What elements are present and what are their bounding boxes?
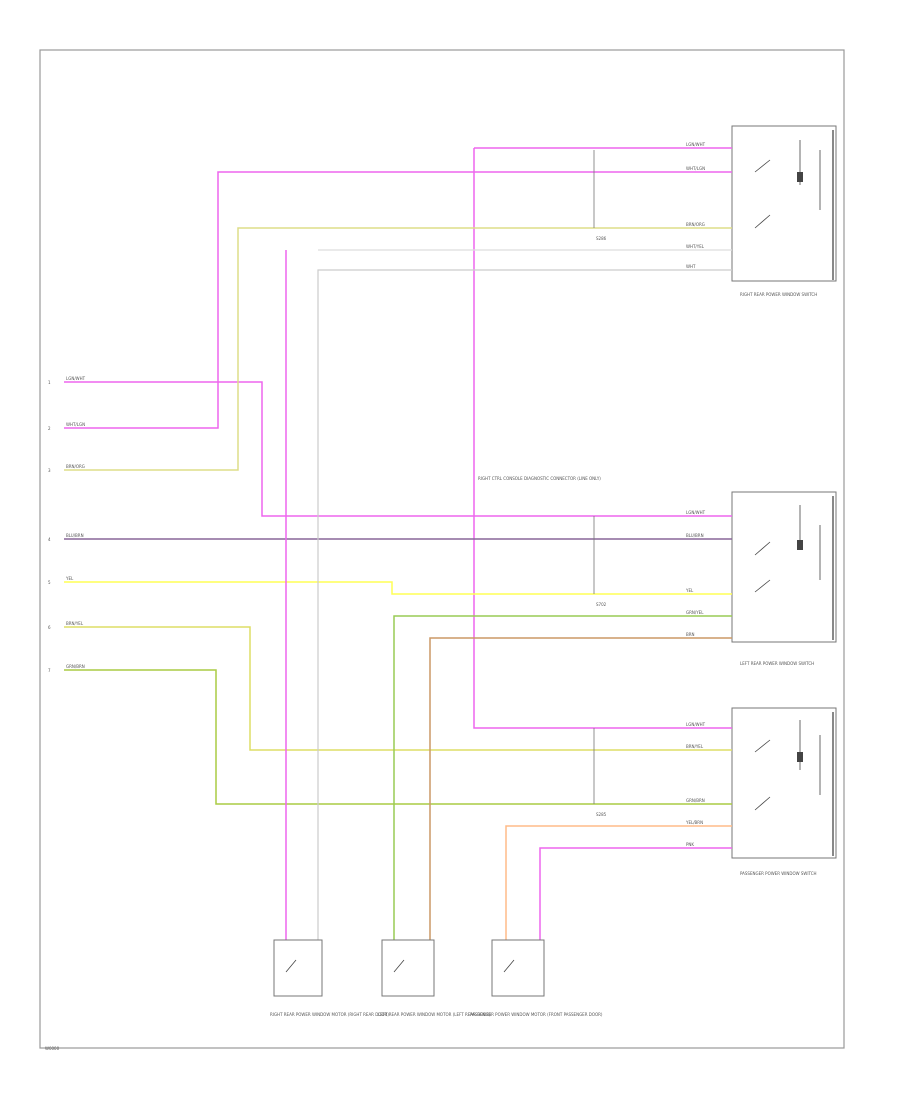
svg-text:7: 7 xyxy=(48,668,51,673)
svg-text:4: 4 xyxy=(48,537,51,542)
svg-text:LGN/WHT: LGN/WHT xyxy=(686,722,706,727)
svg-text:LEFT REAR POWER WINDOW MOTOR (: LEFT REAR POWER WINDOW MOTOR (LEFT REAR … xyxy=(378,1012,491,1017)
svg-text:GRN/BRN: GRN/BRN xyxy=(686,798,705,803)
svg-text:BRN: BRN xyxy=(686,632,695,637)
wire-wht-lgn xyxy=(64,171,732,429)
relay-right-rear-name: RIGHT REAR POWER WINDOW SWITCH xyxy=(740,292,817,297)
svg-text:BRN/ORG: BRN/ORG xyxy=(66,464,85,469)
page-ref-label: W0000 xyxy=(45,1046,60,1051)
wire-brn-org xyxy=(64,227,732,471)
wire-rr-motor-b xyxy=(317,269,732,940)
svg-text:1: 1 xyxy=(48,380,51,385)
splice-s286: S286 xyxy=(596,236,607,241)
relay-left-rear-labels: LGN/WHT BLU/BRN YEL GRN/YEL BRN xyxy=(685,510,706,637)
svg-text:BRN/YEL: BRN/YEL xyxy=(66,621,84,626)
relay-left-rear-name: LEFT REAR POWER WINDOW SWITCH xyxy=(740,661,814,666)
svg-text:LGN/WHT: LGN/WHT xyxy=(686,142,706,147)
svg-text:RIGHT REAR POWER WINDOW MOTOR: RIGHT REAR POWER WINDOW MOTOR (RIGHT REA… xyxy=(270,1012,389,1017)
wire-brn-yel xyxy=(64,626,732,751)
svg-text:GRN/YEL: GRN/YEL xyxy=(686,610,704,615)
relay-left-rear: LEFT REAR POWER WINDOW SWITCH xyxy=(731,491,837,666)
svg-text:WHT: WHT xyxy=(686,264,696,269)
svg-text:WHT/YEL: WHT/YEL xyxy=(686,244,705,249)
svg-text:BLU/BRN: BLU/BRN xyxy=(66,533,84,538)
svg-text:2: 2 xyxy=(48,426,51,431)
wire-lgn-wht-bus xyxy=(473,148,732,729)
svg-text:BLU/BRN: BLU/BRN xyxy=(686,533,704,538)
svg-text:6: 6 xyxy=(48,625,51,630)
splice-s702: S702 xyxy=(596,602,607,607)
svg-text:BRN/YEL: BRN/YEL xyxy=(686,744,704,749)
motor-passenger: PASSENGER POWER WINDOW MOTOR (FRONT PASS… xyxy=(470,939,603,1017)
wire-lr-motor-a xyxy=(393,615,732,940)
svg-text:YEL: YEL xyxy=(685,588,694,593)
svg-text:YEL/BRN: YEL/BRN xyxy=(685,820,703,825)
wire-lr-motor-b xyxy=(429,637,732,940)
wire-lgn-wht-in xyxy=(64,381,732,517)
relay-passenger: PASSENGER POWER WINDOW SWITCH xyxy=(731,707,837,876)
svg-text:GRN/BRN: GRN/BRN xyxy=(66,664,85,669)
relay-passenger-labels: LGN/WHT BRN/YEL GRN/BRN YEL/BRN PNK xyxy=(685,722,706,847)
svg-text:LGN/WHT: LGN/WHT xyxy=(66,376,86,381)
motor-right-rear: RIGHT REAR POWER WINDOW MOTOR (RIGHT REA… xyxy=(270,939,389,1017)
svg-text:LGN/WHT: LGN/WHT xyxy=(686,510,706,515)
diagram-frame xyxy=(39,49,845,1049)
wire-pass-motor-b xyxy=(539,847,732,940)
input-wire-labels: LGN/WHT WHT/LGN BRN/ORG BLU/BRN YEL BRN/… xyxy=(65,376,86,669)
svg-text:WHT/LGN: WHT/LGN xyxy=(686,166,705,171)
svg-text:PASSENGER POWER WINDOW MOTOR (: PASSENGER POWER WINDOW MOTOR (FRONT PASS… xyxy=(470,1012,603,1017)
svg-text:WHT/LGN: WHT/LGN xyxy=(66,422,85,427)
motor-left-rear: LEFT REAR POWER WINDOW MOTOR (LEFT REAR … xyxy=(378,939,491,1017)
svg-text:PNK: PNK xyxy=(686,842,694,847)
wire-grn-brn xyxy=(64,669,732,805)
relay-passenger-name: PASSENGER POWER WINDOW SWITCH xyxy=(740,871,817,876)
relay-right-rear-labels: LGN/WHT WHT/LGN BRN/ORG WHT/YEL WHT xyxy=(686,142,706,269)
svg-text:3: 3 xyxy=(48,468,51,473)
relay-right-rear: RIGHT REAR POWER WINDOW SWITCH xyxy=(731,125,837,297)
splice-s285: S285 xyxy=(596,812,607,817)
wire-yel xyxy=(64,581,732,595)
connector-note: RIGHT CTRL CONSOLE DIAGNOSTIC CONNECTOR … xyxy=(478,476,601,481)
svg-text:BRN/ORG: BRN/ORG xyxy=(686,222,705,227)
wire-pass-motor-a xyxy=(505,825,732,940)
input-pins: 1 2 3 4 5 6 7 xyxy=(48,380,51,673)
svg-text:5: 5 xyxy=(48,580,51,585)
svg-text:YEL: YEL xyxy=(65,576,74,581)
